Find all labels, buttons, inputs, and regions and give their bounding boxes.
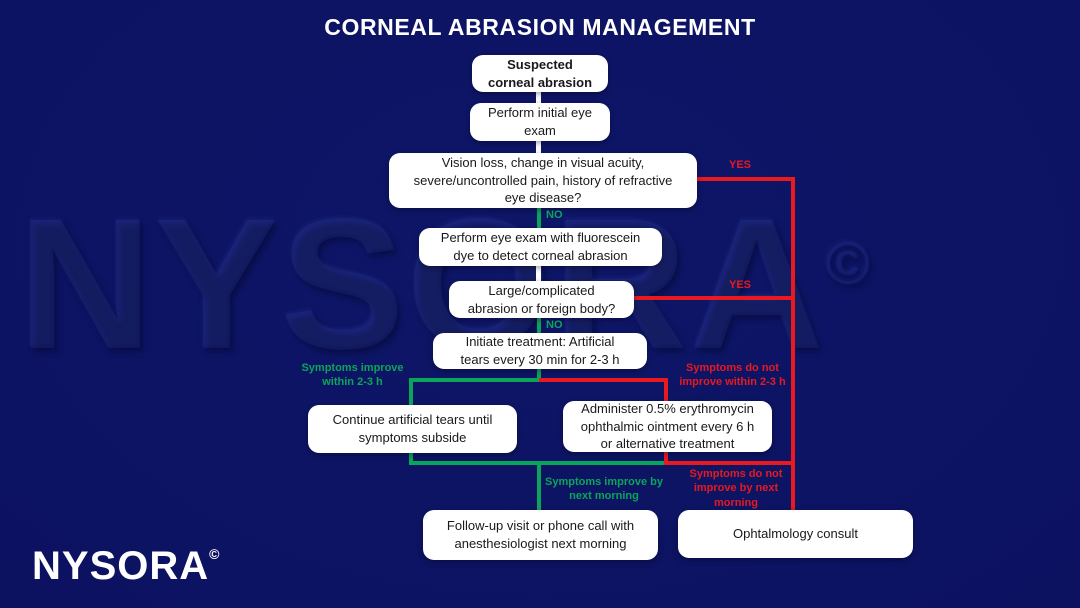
node-fluorescein-exam: Perform eye exam with fluorescein dye to… [419,228,662,266]
edge-label-no1: NO [546,209,563,221]
node-administer-erythromycin: Administer 0.5% erythromycin ophthalmic … [563,401,772,452]
nysora-logo-text: NYSORA [32,544,210,588]
edge-label-symptoms-not-improve-2-3h: Symptoms do not improve within 2-3 h [679,362,786,389]
node-follow-up-visit: Follow-up visit or phone call with anest… [423,510,658,560]
node-ophthalmology-consult: Ophtalmology consult [678,510,913,558]
nysora-logo: NYSORA© [32,544,220,589]
watermark-copyright-mark: © [825,230,872,297]
connector-fluorescein-to-question2 [536,262,541,284]
node-suspected-corneal-abrasion: Suspected corneal abrasion [472,55,608,92]
edge-label-yes1: YES [728,159,751,171]
node-vision-loss-question: Vision loss, change in visual acuity, se… [389,153,697,208]
connector-continue-tears-stem [409,450,413,465]
connector-not-improve-morning-arm [664,461,795,465]
connector-yes-trunk [791,177,795,513]
connector-erythromycin-drop [664,378,668,404]
edge-label-no2: NO [546,319,563,331]
nysora-logo-copyright: © [209,546,221,562]
connector-no2-line [537,315,541,336]
edge-label-yes2: YES [728,279,751,291]
watermark-text: NYSORA [18,181,826,388]
node-perform-initial-eye-exam: Perform initial eye exam [470,103,610,141]
connector-improve-drop [409,378,413,408]
connector-not-improve-right-arm [539,378,668,382]
connector-exam-to-question1 [536,138,541,156]
connector-treatment-split-stem [537,366,541,382]
connector-yes2-arm [632,296,795,300]
node-large-complicated-question: Large/complicated abrasion or foreign bo… [449,281,634,318]
page-title: CORNEAL ABRASION MANAGEMENT [324,14,756,40]
connector-improve-left-arm [409,378,541,382]
connector-no1-line [537,205,541,231]
connector-yes1-arm [694,177,795,181]
node-initiate-treatment: Initiate treatment: Artificial tears eve… [433,333,647,369]
edge-label-symptoms-not-improve-morning: Symptoms do not improve by next morning [689,468,783,509]
edge-label-symptoms-improve-morning: Symptoms improve by next morning [545,476,663,503]
connector-erythromycin-stem [664,450,668,465]
edge-label-symptoms-improve-2-3h: Symptoms improve within 2-3 h [301,362,404,389]
nysora-background-watermark: NYSORA© [18,178,872,391]
node-continue-artificial-tears: Continue artificial tears until symptoms… [308,405,517,453]
connector-suspected-to-exam [536,88,541,106]
connector-follow-up-drop [537,461,541,513]
